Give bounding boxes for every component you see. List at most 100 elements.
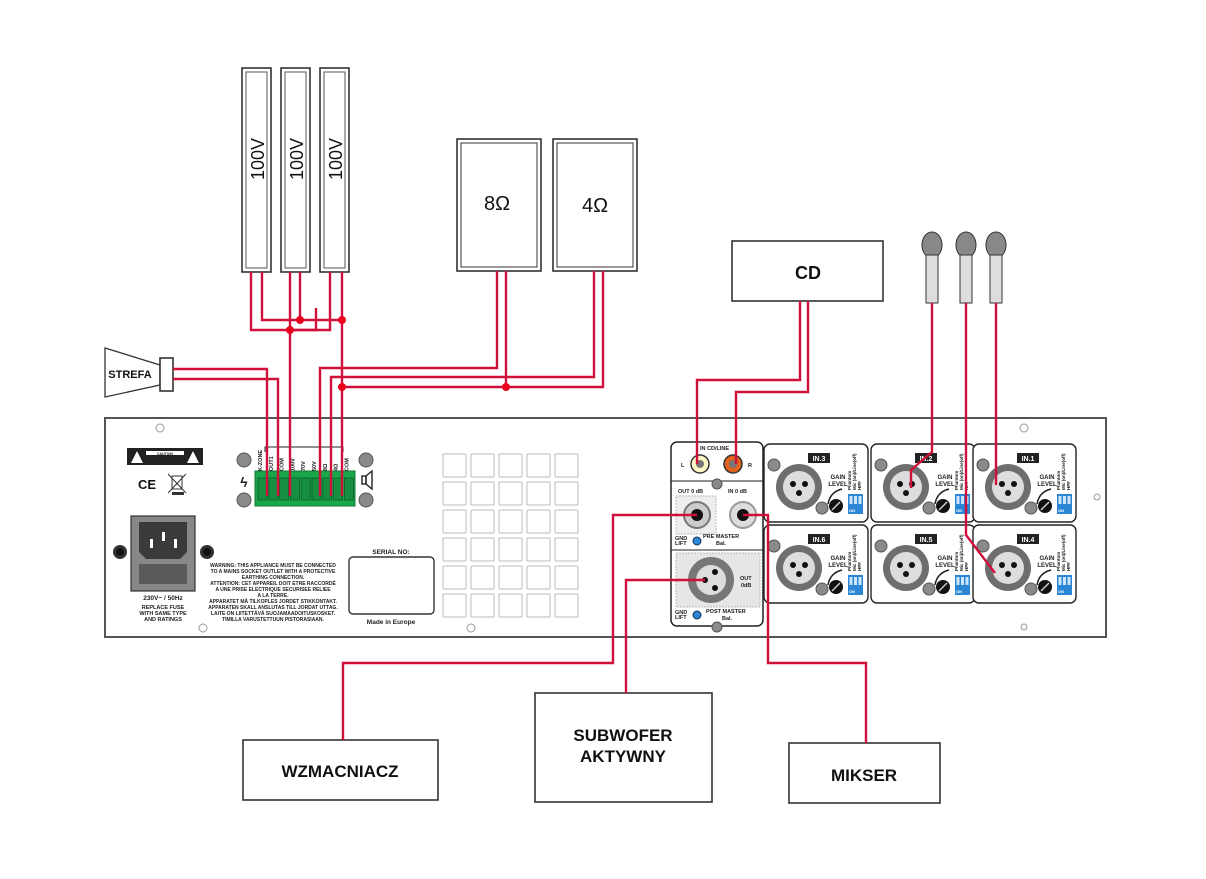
speaker-8ohm-label: 8Ω: [484, 193, 510, 215]
gain-knob[interactable]: [829, 499, 843, 513]
vent-cell: [554, 593, 579, 618]
gain-label: GAIN: [1040, 475, 1055, 481]
post-gnd-lift-switch[interactable]: [692, 610, 702, 620]
terminal-block: ϟ: [236, 446, 374, 508]
dip-label: HPF: [857, 481, 862, 490]
power-bolt-icon: ϟ: [240, 474, 248, 490]
serial-label: SERIAL NO:: [372, 549, 409, 556]
speaker-100v-label: 100V: [287, 138, 307, 180]
fuse-note-2: WITH SAME TYPE: [139, 611, 187, 617]
junction-node: [296, 316, 304, 324]
warning-line: APPARATEN SKALL ANSLUTAS TILL JORDAT UTT…: [208, 605, 338, 611]
vent-cell: [554, 565, 579, 590]
mixer-label: MIKSER: [831, 766, 897, 785]
vent-cell: [442, 565, 467, 590]
terminal-label: 50V: [312, 461, 318, 471]
xlr-input-jack[interactable]: [776, 464, 822, 510]
dip-on-label: ON: [849, 589, 855, 594]
post-master-bal: Bal.: [722, 616, 733, 622]
terminal-label: OUT1: [269, 456, 275, 471]
junction-node: [338, 383, 346, 391]
wire: [318, 271, 499, 496]
warning-line: A UNE PRISE ELECTRIQUE SECURISEE RELIEE: [215, 587, 331, 593]
xlr-input-jack[interactable]: [883, 545, 929, 591]
power-rating: 230V~ / 50Hz: [143, 595, 183, 602]
gain-knob[interactable]: [936, 580, 950, 594]
io-section: IN CD/LINE L R OUT 0 dB IN 0 dB GND LIFT…: [670, 441, 764, 633]
vent-cell: [498, 453, 523, 478]
dip-switch[interactable]: ON: [1057, 494, 1072, 514]
terminal-label: K-ZONE: [258, 450, 264, 471]
gain-knob[interactable]: [936, 499, 950, 513]
vent-cell: [526, 537, 551, 562]
terminal-slot[interactable]: [343, 477, 354, 501]
gain-knob[interactable]: [829, 580, 843, 594]
warning-line: ATTENTION: CET APPAREIL DOIT ETRE RACCOR…: [210, 579, 336, 587]
speaker-100v-1: 100V: [241, 67, 272, 273]
warning-line: APPARATET MÅ TILKOPLES JORDET STIKKONTAK…: [209, 598, 337, 605]
post-out-label-1: OUT: [740, 576, 752, 582]
warning-line: EARTHING CONNECTION.: [242, 575, 305, 581]
pre-gnd-lift-switch[interactable]: [692, 536, 702, 546]
dip-label: Phantom: [1056, 471, 1061, 490]
vent-cell: [442, 537, 467, 562]
wire: [909, 303, 934, 488]
gain-knob[interactable]: [1038, 499, 1052, 513]
speaker-100v-label: 100V: [326, 138, 346, 180]
wire: [695, 301, 802, 464]
junctions: [286, 316, 510, 391]
xlr-input-jack[interactable]: [985, 545, 1031, 591]
level-label: LEVEL: [935, 482, 955, 488]
post-master-xlr-out[interactable]: [688, 557, 734, 603]
vent-cell: [498, 565, 523, 590]
xlr-input-jack[interactable]: [985, 464, 1031, 510]
rca-right-jack[interactable]: [723, 454, 743, 474]
terminal-label: 100V: [290, 458, 296, 471]
amplifier-box: WZMACNIACZ: [242, 739, 439, 801]
warning-line: TIMILLA VARUSTETTUUN PISTORASIAAN.: [222, 617, 324, 623]
terminal-label: 8Ω: [323, 463, 329, 471]
fuse-note-3: AND RATINGS: [144, 617, 182, 623]
speaker-4ohm: 4Ω: [552, 138, 638, 272]
wire: [249, 272, 318, 332]
level-label: LEVEL: [1037, 482, 1057, 488]
cd-line-left: L: [681, 463, 685, 469]
wire: [260, 272, 342, 322]
dip-label: Phantom: [847, 471, 852, 490]
post-master-title: POST MASTER: [706, 609, 746, 615]
terminal-slot[interactable]: [279, 477, 290, 501]
dip-label: HPF: [1066, 481, 1071, 490]
cd-line-right: R: [748, 463, 752, 469]
ce-mark: CE: [138, 477, 156, 492]
vent-cell: [554, 537, 579, 562]
terminal-slot[interactable]: [268, 477, 279, 501]
xlr-input-jack[interactable]: [883, 464, 929, 510]
dip-on-label: ON: [956, 508, 962, 513]
microphone-1: [921, 231, 943, 304]
input-label: IN.1: [1022, 456, 1035, 463]
terminal-slot[interactable]: [257, 477, 268, 501]
dip-switch[interactable]: ON: [1057, 575, 1072, 595]
dip-switch[interactable]: ON: [955, 494, 970, 514]
speaker-100v-2: 100V: [280, 67, 311, 273]
gain-knob[interactable]: [1038, 580, 1052, 594]
vent-cell: [470, 509, 495, 534]
terminal-slot[interactable]: [300, 477, 311, 501]
terminal-slot[interactable]: [289, 477, 300, 501]
post-out-label-2: 0dB: [741, 583, 751, 589]
vent-cell: [498, 509, 523, 534]
pre-master-out-label: OUT 0 dB: [678, 489, 703, 495]
rca-left-jack[interactable]: [690, 454, 710, 474]
dip-switch[interactable]: ON: [848, 575, 863, 595]
vent-cell: [554, 453, 579, 478]
xlr-input-jack[interactable]: [776, 545, 822, 591]
wire: [290, 272, 332, 332]
speaker-100v-label: 100V: [248, 138, 268, 180]
dip-switch[interactable]: ON: [848, 494, 863, 514]
fuse-note-1: REPLACE FUSE: [142, 605, 185, 611]
dip-switch[interactable]: ON: [955, 575, 970, 595]
junction-node: [338, 316, 346, 324]
gain-label: GAIN: [831, 556, 846, 562]
level-label: LEVEL: [935, 563, 955, 569]
